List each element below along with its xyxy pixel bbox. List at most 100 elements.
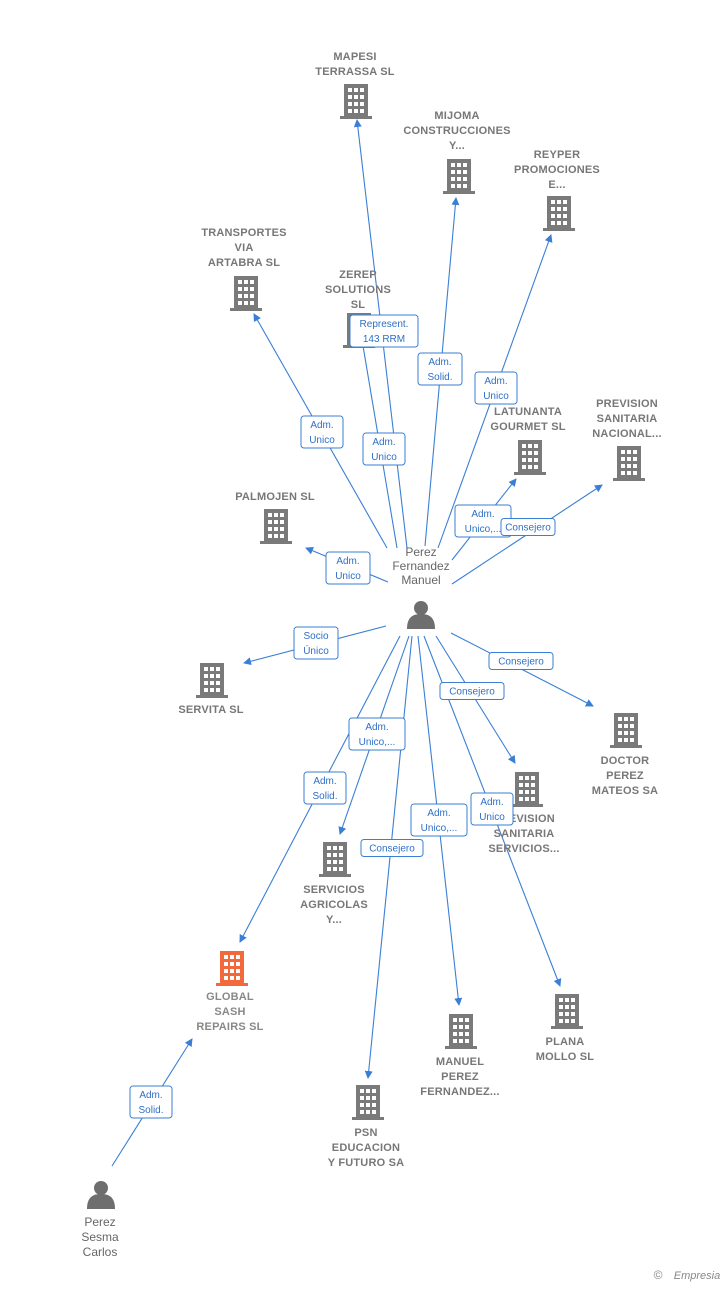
building-icon	[340, 84, 372, 119]
company-node-servita[interactable]: SERVITA SL	[178, 663, 244, 716]
building-icon	[230, 276, 262, 311]
relation-label-latunanta[interactable]: Adm. Unico,...	[454, 504, 512, 538]
company-label: EDUCACION	[332, 1142, 400, 1154]
building-icon	[216, 951, 248, 986]
relation-text: Socio	[303, 631, 328, 642]
company-label: MAPESI	[333, 51, 376, 63]
relation-label-mapesi[interactable]: Represent.143 RRM	[349, 314, 419, 348]
relation-text: Unico,...	[359, 737, 396, 748]
relation-text: Unico	[335, 571, 361, 582]
relation-box	[293, 626, 339, 660]
relation-text: Unico	[371, 452, 397, 463]
relation-label-transportes[interactable]: Adm. Unico	[300, 415, 344, 449]
relation-label-prevision-servicios[interactable]: Consejero	[439, 682, 505, 700]
person-icon	[87, 1181, 115, 1209]
relation-text: Unico,...	[421, 823, 458, 834]
building-icon	[196, 663, 228, 698]
company-node-manuel-perez[interactable]: MANUELPEREZFERNANDEZ...	[420, 1014, 500, 1098]
company-label: GOURMET SL	[490, 421, 565, 433]
relation-box	[300, 415, 344, 449]
company-node-palmojen[interactable]: PALMOJEN SL	[235, 491, 315, 544]
company-node-global-sash[interactable]: GLOBAL SASH REPAIRS SL	[196, 951, 263, 1033]
relation-label-doctor-perez[interactable]: Consejero	[488, 652, 554, 670]
relation-label-prevision-nacional[interactable]: Consejero	[500, 518, 556, 536]
relation-label-servicios-agricolas[interactable]: Adm.Unico,...	[348, 717, 406, 751]
relation-label-plana-mollo[interactable]: Adm.Unico	[470, 792, 514, 826]
company-node-prevision-nacional[interactable]: PREVISIONSANITARIANACIONAL...	[592, 398, 662, 481]
relation-label-zerep[interactable]: Adm. Unico	[362, 432, 406, 466]
relation-text: Adm.	[310, 420, 333, 431]
company-node-servicios-agricolas[interactable]: SERVICIOSAGRICOLASY...	[300, 842, 368, 926]
relation-label-global-sash[interactable]: Adm.Solid.	[129, 1085, 173, 1119]
company-label: ZEREP	[339, 269, 377, 281]
person-label: Sesma	[81, 1230, 119, 1244]
company-label: Y...	[449, 140, 465, 152]
relation-text: Adm.	[372, 437, 395, 448]
relation-text: Consejero	[369, 844, 415, 855]
relation-text: Adm.	[471, 509, 494, 520]
brand-logo[interactable]: Empresia	[674, 1270, 720, 1282]
company-label: REYPER	[534, 149, 580, 161]
company-label: GLOBAL	[206, 991, 254, 1003]
company-label: TRANSPORTES	[201, 227, 286, 239]
relation-box	[362, 432, 406, 466]
building-icon	[514, 440, 546, 475]
relation-text: 143 RRM	[363, 334, 405, 345]
building-icon	[260, 509, 292, 544]
relation-label-psn-educacion[interactable]: Consejero	[360, 839, 424, 857]
building-icon	[319, 842, 351, 877]
relation-label-reyper[interactable]: Adm.Unico	[474, 371, 518, 405]
company-label: Y FUTURO SA	[328, 1157, 405, 1169]
relation-text: Unico	[483, 391, 509, 402]
relation-box	[303, 771, 347, 805]
relation-label-palmojen[interactable]: Adm.Unico	[325, 551, 371, 585]
person-icon	[407, 601, 435, 629]
company-label: NACIONAL...	[592, 428, 661, 440]
company-label: E...	[548, 179, 565, 191]
company-node-psn-educacion[interactable]: PSN EDUCACION Y FUTURO SA	[328, 1085, 405, 1169]
company-label: CONSTRUCCIONES	[403, 125, 510, 137]
company-label: VIA	[235, 242, 254, 254]
company-label: REPAIRS SL	[196, 1021, 263, 1033]
company-label: SASH	[214, 1006, 245, 1018]
company-label: SANITARIA	[494, 828, 555, 840]
company-label: PSN	[354, 1127, 377, 1139]
company-label: SERVICIOS...	[488, 843, 559, 855]
building-icon	[610, 713, 642, 748]
relation-text: Unico,...	[465, 524, 502, 535]
relation-label-global-sash[interactable]: Adm.Solid.	[303, 771, 347, 805]
company-node-latunanta[interactable]: LATUNANTA GOURMET SL	[490, 406, 566, 475]
relation-text: Consejero	[505, 523, 551, 534]
relation-text: Consejero	[498, 657, 544, 668]
relation-text: Adm.	[427, 808, 450, 819]
company-node-mijoma[interactable]: MIJOMACONSTRUCCIONESY...	[403, 110, 510, 194]
company-label: LATUNANTA	[494, 406, 562, 418]
relation-box	[488, 652, 554, 670]
relation-box	[417, 352, 463, 386]
company-node-reyper[interactable]: REYPERPROMOCIONESE...	[514, 149, 600, 231]
relation-text: Unico	[479, 812, 505, 823]
company-label: PLANA	[546, 1036, 585, 1048]
center-person-label: Fernandez	[392, 559, 449, 573]
company-label: PEREZ	[441, 1071, 479, 1083]
company-label: MATEOS SA	[592, 785, 658, 797]
relation-text: Solid.	[427, 372, 452, 383]
relation-text: Unico	[309, 435, 335, 446]
company-label: SL	[351, 299, 366, 311]
building-icon	[352, 1085, 384, 1120]
company-label: PEREZ	[606, 770, 644, 782]
relation-text: Solid.	[312, 791, 337, 802]
relation-text: Único	[303, 644, 329, 657]
relation-box	[360, 839, 424, 857]
relation-label-mijoma[interactable]: Adm.Solid.	[417, 352, 463, 386]
relation-label-manuel-perez[interactable]: Adm. Unico,...	[410, 803, 468, 837]
company-label: SERVICIOS	[303, 884, 365, 896]
